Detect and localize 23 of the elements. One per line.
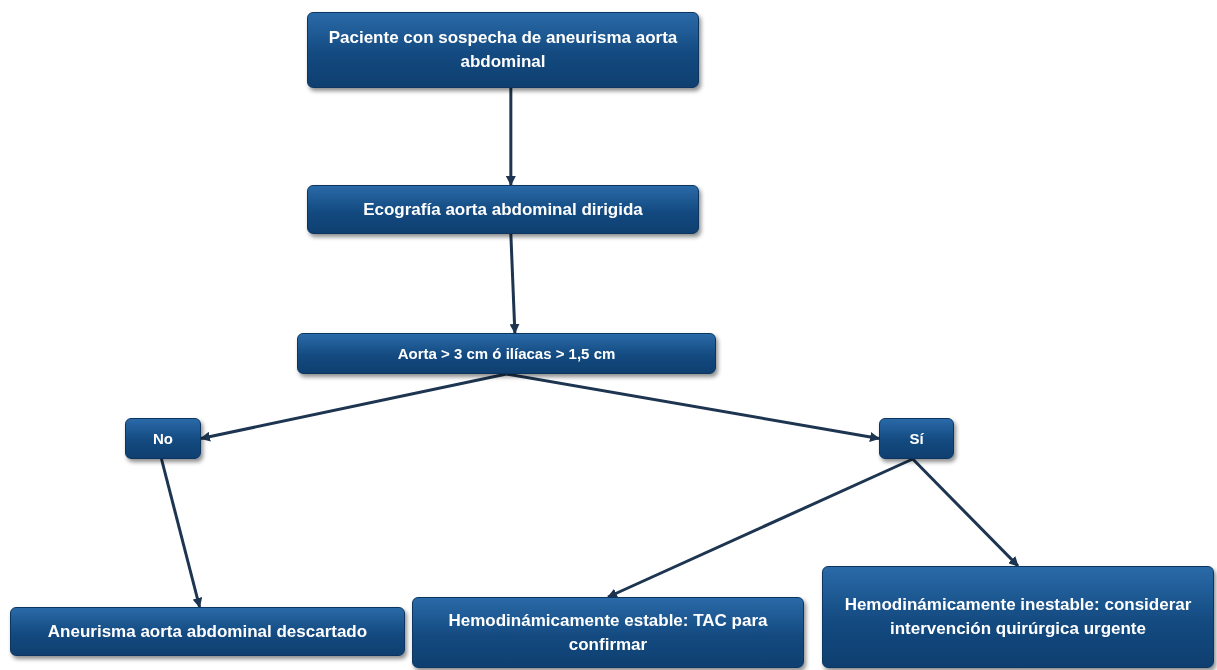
box-label: Ecografía aorta abdominal dirigida	[363, 198, 643, 221]
box-label: No	[153, 429, 173, 449]
arrow	[911, 457, 1020, 568]
process-box	[10, 607, 405, 656]
arrow	[200, 372, 507, 442]
arrow	[506, 372, 880, 442]
process-box	[412, 597, 804, 668]
process-box	[307, 12, 699, 88]
process-box	[822, 566, 1214, 668]
box-label: Hemodinámicamente estable: TAC para confirmar	[447, 609, 769, 656]
process-box	[297, 333, 716, 374]
process-box	[879, 418, 954, 459]
box-label: Sí	[909, 429, 924, 449]
arrow	[509, 233, 520, 334]
arrow	[160, 458, 203, 608]
process-box	[125, 418, 201, 459]
process-box	[307, 185, 699, 234]
box-label: Aorta > 3 cm ó ilíacas > 1,5 cm	[397, 344, 616, 364]
box-label: Hemodinámicamente inestable: considerar intervención quirúrgica urgente	[843, 594, 1193, 640]
arrow	[607, 457, 914, 599]
box-label: Paciente con sospecha de aneurisma aorta abdominal	[327, 27, 679, 73]
arrow	[505, 88, 516, 186]
box-label: Aneurisma aorta abdominal descartado	[47, 620, 368, 643]
